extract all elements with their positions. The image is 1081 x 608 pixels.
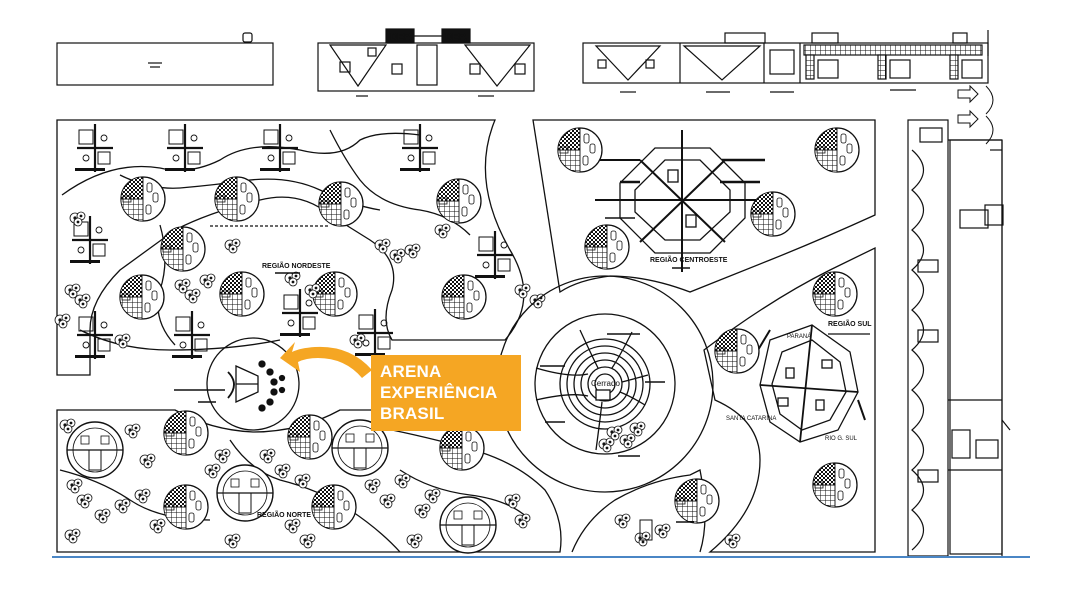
- callout-line-2: EXPERIÊNCIA: [380, 383, 498, 402]
- callout-line-3: BRASIL: [380, 404, 445, 423]
- plaza-trees: [598, 421, 646, 453]
- cerrado-label: Cerrado: [591, 379, 620, 388]
- callout-line-1: ARENA: [380, 362, 442, 381]
- santa-catarina-label: SANTA CATARINA: [726, 416, 776, 422]
- arena-experiencia-brasil-callout: ARENA EXPERIÊNCIA BRASIL: [371, 355, 521, 431]
- top-building-left: [56, 32, 274, 86]
- dep-label-2: DEP.: [445, 32, 467, 43]
- parana-label: PARANÁ: [787, 333, 811, 340]
- top-building-right: [582, 30, 989, 93]
- dep-label-1: DEP.: [390, 32, 412, 43]
- regiao-centroeste-label: REGIÃO CENTROESTE: [650, 255, 728, 264]
- regiao-norte-label: REGIÃO NORTE: [257, 510, 311, 519]
- region-centroeste-outline: [532, 119, 876, 294]
- regiao-nordeste-label: REGIÃO NORDESTE: [262, 261, 331, 270]
- sul-pavilion: [757, 324, 866, 443]
- entrance-arrows: [957, 84, 994, 145]
- top-building-dep: [317, 28, 535, 97]
- bottom-rule: [52, 556, 1030, 558]
- sul-booths: [714, 271, 858, 508]
- lower-middle-items: [614, 478, 741, 549]
- nordeste-booths: [68, 122, 515, 361]
- callout-arrow: [280, 342, 372, 378]
- plaza-small-labels: [540, 333, 665, 457]
- right-corridor: [907, 119, 1011, 557]
- centroeste-pavilion: [595, 130, 770, 272]
- regiao-sul-label: REGIÃO SUL: [828, 319, 872, 328]
- region-sul-outline: [703, 246, 876, 553]
- arena: [174, 337, 300, 431]
- rio-g-sul-label: RIO G. SUL: [825, 436, 858, 442]
- centroeste-booths: [557, 127, 860, 270]
